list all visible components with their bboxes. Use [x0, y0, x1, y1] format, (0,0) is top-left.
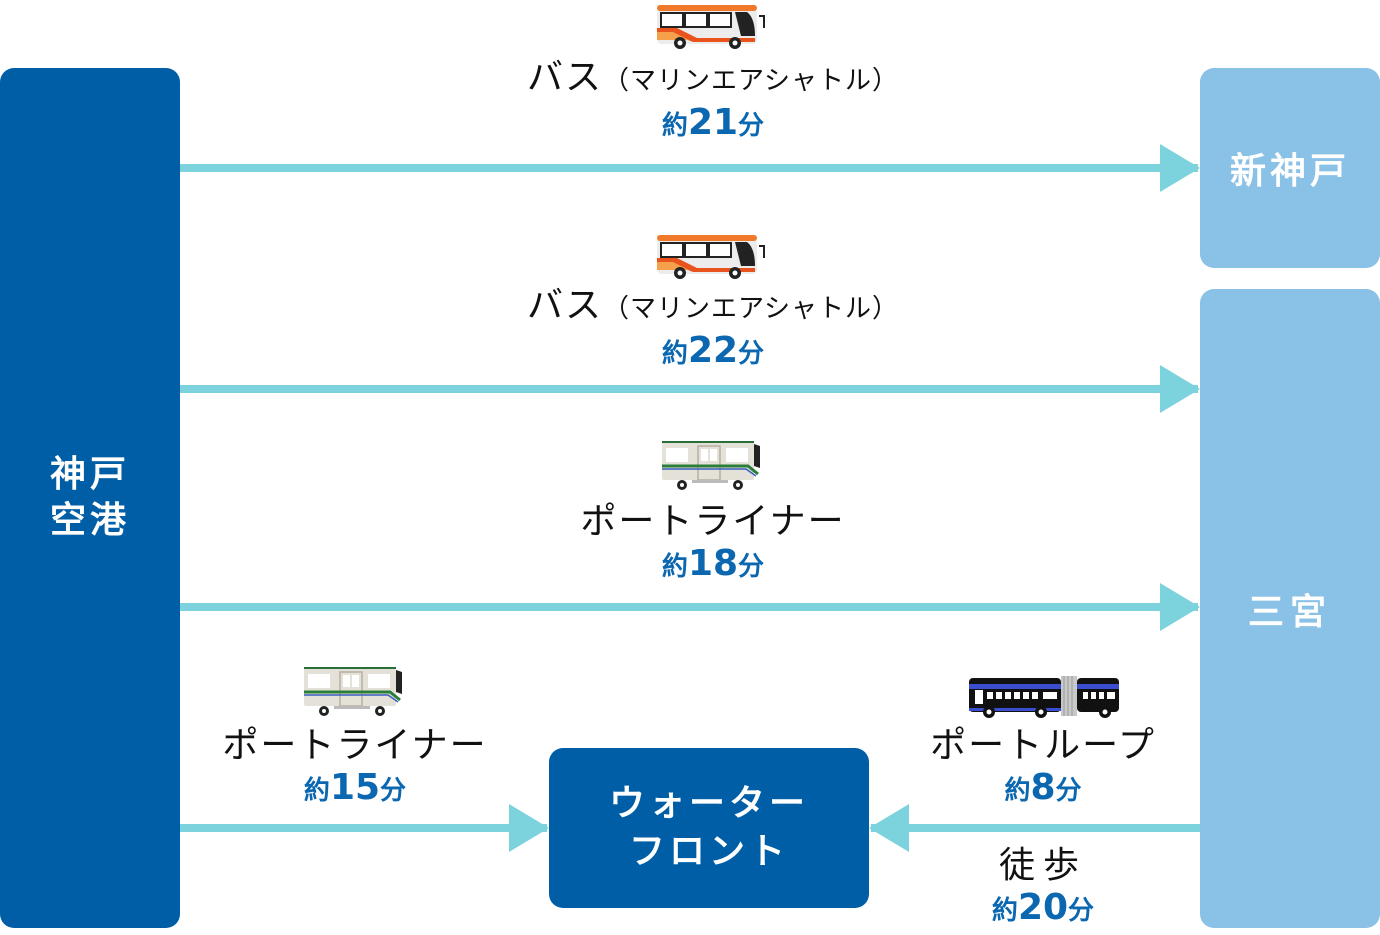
mode-text: バス: [527, 57, 604, 98]
mode-detail-text: （マリンエアシャトル）: [603, 294, 899, 324]
time-prefix: 約: [1004, 776, 1031, 806]
node-kobe-airport: 神戸 空港: [0, 68, 180, 928]
arrowhead-icon: [869, 804, 909, 852]
route-label-airport-sannomiya-bus: バス（マリンエアシャトル） 約22分: [527, 284, 899, 377]
time-suffix: 分: [738, 552, 765, 582]
arrow-airport-to-waterfront: [180, 804, 549, 852]
arrowhead-icon: [1160, 144, 1200, 192]
mode-text: 徒歩: [998, 845, 1088, 886]
node-kobe-airport-line1: 神戸: [49, 454, 130, 495]
time-suffix: 分: [1068, 896, 1095, 926]
node-sannomiya: 三宮: [1200, 289, 1380, 928]
arrow-airport-to-shinkobe: [180, 144, 1200, 192]
highway-bus-icon: [657, 5, 765, 49]
route-label-sannomiya-waterfront-portloop: ポートループ 約8分: [930, 724, 1156, 814]
node-sannomiya-label: 三宮: [1247, 591, 1332, 633]
time-minutes: 8: [1030, 767, 1056, 808]
mode-text: ポートループ: [930, 725, 1156, 766]
route-label-airport-waterfront: ポートライナー 約15分: [222, 724, 487, 814]
time-prefix: 約: [661, 111, 688, 141]
time-suffix: 分: [738, 339, 765, 369]
time-minutes: 18: [687, 543, 739, 584]
time-prefix: 約: [991, 896, 1018, 926]
route-label-airport-sannomiya-portliner: ポートライナー 約18分: [580, 500, 845, 590]
time-minutes: 21: [687, 102, 739, 143]
node-waterfront-line1: ウォーター: [608, 783, 809, 824]
arrowhead-icon: [1160, 583, 1200, 631]
arrowhead-icon: [1160, 365, 1200, 413]
time-suffix: 分: [738, 111, 765, 141]
time-suffix: 分: [1055, 776, 1082, 806]
time-prefix: 約: [303, 776, 330, 806]
port-liner-train-icon: [662, 441, 760, 490]
mode-detail-text: （マリンエアシャトル）: [603, 66, 899, 96]
arrow-airport-to-sannomiya-bus: [180, 365, 1200, 413]
node-waterfront-line2: フロント: [628, 831, 789, 872]
articulated-bus-icon: [969, 676, 1119, 718]
port-liner-train-icon: [304, 667, 402, 716]
node-kobe-airport-line2: 空港: [49, 500, 130, 541]
mode-text: バス: [527, 285, 604, 326]
arrow-airport-to-sannomiya-portliner: [180, 583, 1200, 631]
mode-text: ポートライナー: [222, 725, 488, 766]
time-minutes: 20: [1017, 887, 1069, 928]
mode-text: ポートライナー: [580, 501, 846, 542]
time-minutes: 15: [329, 767, 381, 808]
node-shin-kobe-label: 新神戸: [1229, 151, 1350, 192]
time-prefix: 約: [661, 339, 688, 369]
time-prefix: 約: [661, 552, 688, 582]
time-suffix: 分: [380, 776, 407, 806]
arrow-sannomiya-to-waterfront: [869, 804, 1200, 852]
node-shin-kobe: 新神戸: [1200, 68, 1380, 268]
node-waterfront: ウォーター フロント: [549, 748, 869, 908]
route-label-airport-shinkobe: バス（マリンエアシャトル） 約21分: [527, 56, 899, 149]
time-minutes: 22: [687, 330, 739, 371]
arrowhead-icon: [509, 804, 549, 852]
route-label-sannomiya-waterfront-walk: 徒歩 約20分: [992, 844, 1094, 934]
highway-bus-icon: [657, 235, 765, 279]
